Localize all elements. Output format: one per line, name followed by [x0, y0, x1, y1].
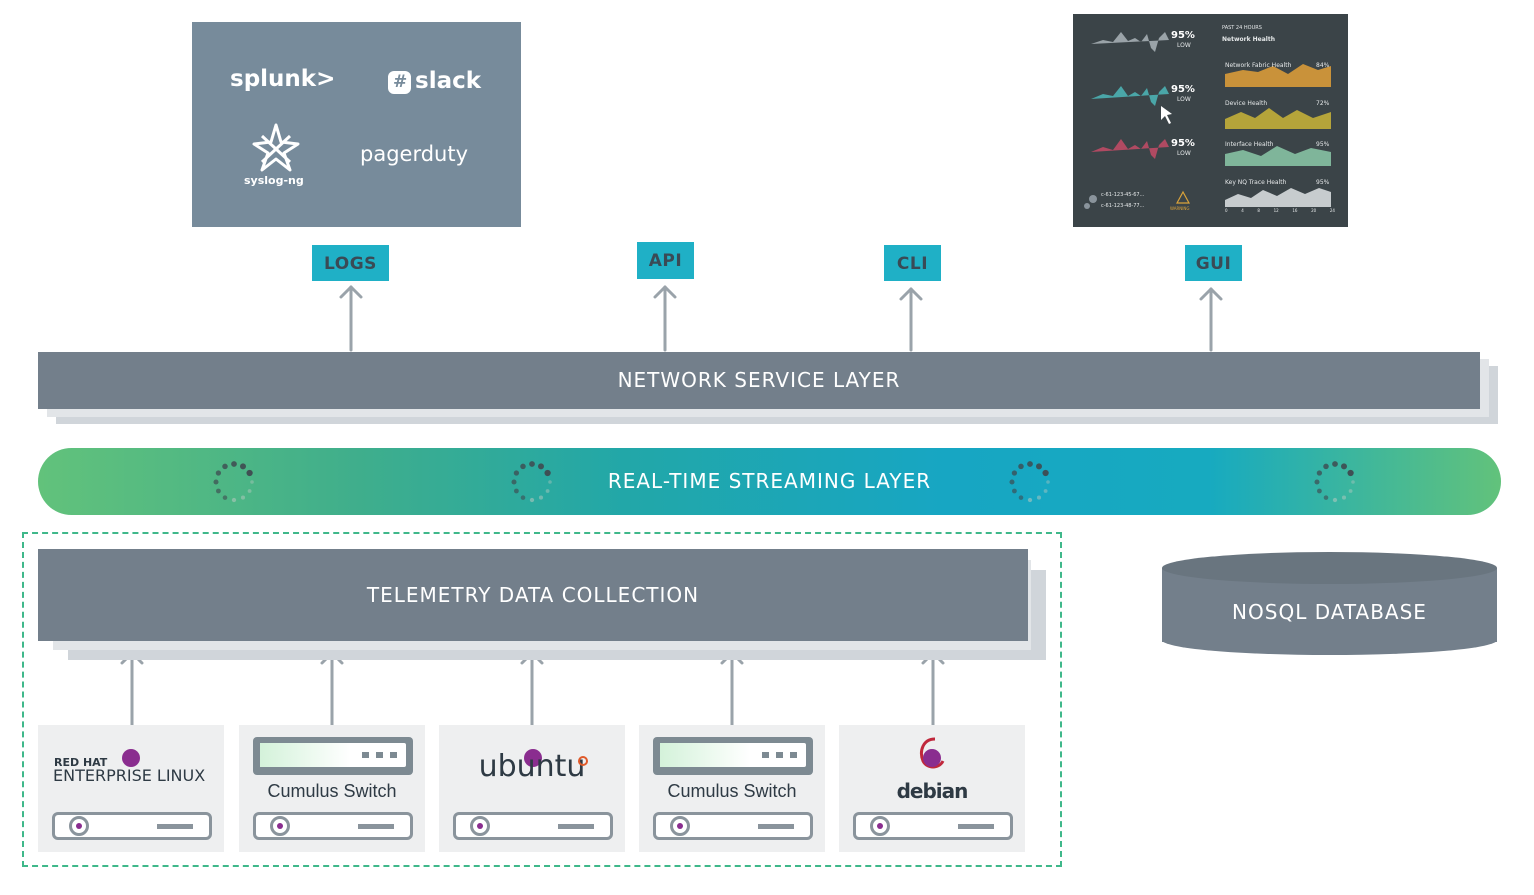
splunk-logo: splunk>: [230, 66, 336, 92]
kpi-1-label: LOW: [1177, 42, 1191, 49]
dashboard-graphics: [1084, 32, 1331, 209]
spinner-icon: [511, 461, 552, 503]
server-icon: [52, 812, 212, 840]
nosql-database-label: NOSQL DATABASE: [1232, 600, 1427, 624]
cumulus-switch-label-2: Cumulus Switch: [667, 781, 797, 801]
syslog-ng-icon: [252, 123, 300, 172]
panel-1-name: Network Fabric Health: [1225, 62, 1292, 69]
panel-1-value: 84%: [1316, 62, 1330, 69]
server-icon: [653, 812, 813, 840]
kpi-1-value: 95%: [1171, 30, 1195, 41]
telemetry-data-collection: TELEMETRY DATA COLLECTION: [38, 549, 1028, 641]
gui-dashboard-preview: 95% LOW 95% LOW 95% LOW PAST 24 HOURS Ne…: [1073, 14, 1348, 227]
log-integrations-panel: splunk> # slack syslog-ng pagerduty: [192, 22, 521, 227]
device-2: c-61-123-48-77...: [1101, 203, 1145, 209]
kpi-2-label: LOW: [1177, 96, 1191, 103]
debian-logo: debian: [896, 779, 969, 803]
output-cli: CLI: [884, 245, 941, 281]
spinner-icon: [213, 461, 254, 503]
panel-2-value: 72%: [1316, 100, 1330, 107]
database-cylinder-top: [1162, 552, 1497, 584]
ubuntu-circle-icon: [578, 756, 588, 766]
network-service-layer: NETWORK SERVICE LAYER: [38, 352, 1480, 409]
panel-3-name: Interface Health: [1225, 141, 1274, 148]
debian-swirl-icon: [920, 737, 945, 769]
panel-3-value: 95%: [1316, 141, 1330, 148]
syslog-ng-logo: syslog-ng: [244, 174, 304, 187]
kpi-2-value: 95%: [1171, 84, 1195, 95]
redhat-logo-line2: ENTERPRISE LINUX: [53, 766, 206, 785]
panel-4-value: 95%: [1316, 179, 1330, 186]
source-redhat: RED HAT ENTERPRISE LINUX: [38, 725, 224, 852]
source-ubuntu: ubuntu: [439, 725, 625, 852]
output-logs: LOGS: [312, 245, 389, 281]
server-icon: [253, 812, 413, 840]
switch-icon: [653, 737, 813, 775]
cumulus-switch-label-1: Cumulus Switch: [267, 781, 397, 801]
kpi-3-label: LOW: [1177, 150, 1191, 157]
panel-4-name: Key NQ Trace Health: [1225, 179, 1287, 186]
source-cumulus-switch-1: Cumulus Switch: [239, 725, 425, 852]
switch-icon: [253, 737, 413, 775]
collection-boundary: [22, 532, 1062, 867]
streaming-layer-label: REAL-TIME STREAMING LAYER: [607, 469, 932, 493]
spinner-icon: [1009, 461, 1050, 503]
real-time-streaming-layer: REAL-TIME STREAMING LAYER: [38, 448, 1501, 515]
server-icon: [453, 812, 613, 840]
dashboard-title: Network Health: [1222, 36, 1275, 43]
output-api: API: [637, 242, 694, 279]
redhat-hat-icon: [122, 749, 140, 767]
source-cumulus-switch-2: Cumulus Switch: [639, 725, 825, 852]
spinner-icon: [1314, 461, 1355, 503]
dashboard-period: PAST 24 HOURS: [1222, 25, 1262, 31]
ubuntu-logo: ubuntu: [478, 749, 586, 784]
ubuntu-dot-icon: [524, 749, 542, 767]
kpi-3-value: 95%: [1171, 138, 1195, 149]
device-1: c-61-123-45-67...: [1101, 192, 1145, 198]
output-gui: GUI: [1185, 245, 1242, 281]
panel-2-name: Device Health: [1225, 100, 1268, 107]
slack-logo: slack: [415, 68, 482, 94]
redhat-logo-line1: RED HAT: [54, 756, 108, 769]
server-icon: [853, 812, 1013, 840]
warning-label: WARNING: [1170, 206, 1190, 211]
pagerduty-logo: pagerduty: [360, 142, 469, 166]
source-debian: debian: [839, 725, 1025, 852]
slack-icon: #: [388, 71, 411, 94]
